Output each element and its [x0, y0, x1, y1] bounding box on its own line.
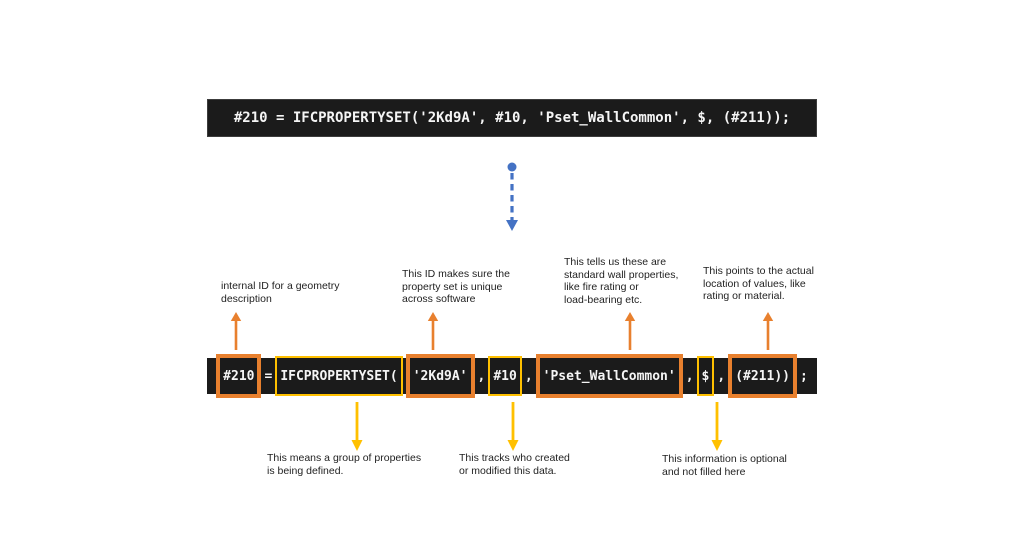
- code-segment-comma: ,: [717, 368, 726, 384]
- code-segment-entity-id: #210: [216, 354, 262, 398]
- annotation-line: location of values, like: [703, 277, 806, 290]
- up-arrow-icon: [762, 312, 774, 350]
- code-segment-comma: ,: [685, 368, 694, 384]
- annotation-line: or modified this data.: [459, 464, 557, 477]
- annotation-line: This points to the actual: [703, 265, 814, 277]
- up-arrow-icon: [230, 312, 242, 350]
- annotation-pset-name: This tells us these are standard wall pr…: [564, 256, 678, 306]
- annotation-line: rating or material.: [703, 290, 785, 302]
- annotation-line: This means a group of properties: [267, 452, 422, 464]
- annotation-line: This tells us these are: [564, 256, 667, 268]
- code-segment-function: IFCPROPERTYSET(: [275, 356, 403, 396]
- code-segment-guid: '2Kd9A': [405, 354, 475, 398]
- annotation-line: This tracks who created: [459, 452, 570, 464]
- annotation-group-defined: This means a group of properties is bein…: [267, 452, 421, 477]
- code-segment-comma: ,: [524, 368, 533, 384]
- code-segment-pset-name: 'Pset_WallCommon': [535, 354, 683, 398]
- annotation-line: description: [221, 292, 272, 305]
- down-arrow-icon: [351, 402, 363, 451]
- up-arrow-icon: [624, 312, 636, 350]
- annotation-optional-info: This information is optional and not fil…: [662, 453, 787, 478]
- annotation-line: property set is unique: [402, 280, 503, 293]
- code-segment-description: $: [696, 356, 715, 396]
- code-segment-properties-ref: (#211)): [728, 354, 797, 398]
- annotation-line: across software: [402, 293, 476, 305]
- code-segment-semicolon: ;: [800, 368, 808, 384]
- code-line-annotated: #210 = IFCPROPERTYSET( '2Kd9A' , #10 , '…: [207, 354, 817, 398]
- annotation-line: load-bearing etc.: [564, 293, 643, 306]
- annotation-line: and not filled here: [662, 465, 746, 478]
- annotation-line: This information is optional: [662, 453, 787, 465]
- code-segment-owner-history: #10: [488, 356, 522, 396]
- annotation-line: This ID makes sure the: [402, 268, 510, 280]
- code-line-original: #210 = IFCPROPERTYSET('2Kd9A', #10, 'Pse…: [207, 99, 817, 137]
- annotation-line: internal ID for a geometry: [221, 280, 340, 292]
- annotation-line: is being defined.: [267, 464, 344, 477]
- down-arrow-icon: [507, 402, 519, 451]
- annotation-guid: This ID makes sure the property set is u…: [402, 268, 510, 306]
- annotation-entity-id: internal ID for a geometry description: [221, 280, 339, 305]
- annotation-line: standard wall properties,: [564, 268, 679, 281]
- down-arrow-icon: [711, 402, 723, 451]
- annotation-values-ref: This points to the actual location of va…: [703, 265, 814, 303]
- annotation-line: like fire rating or: [564, 281, 639, 293]
- code-text: #210 = IFCPROPERTYSET('2Kd9A', #10, 'Pse…: [233, 110, 791, 126]
- code-segment-equals: =: [264, 368, 273, 384]
- code-segment-comma: ,: [477, 368, 486, 384]
- up-arrow-icon: [427, 312, 439, 350]
- dashed-down-arrow-icon: [506, 162, 518, 231]
- annotation-tracks-creator: This tracks who created or modified this…: [459, 452, 570, 477]
